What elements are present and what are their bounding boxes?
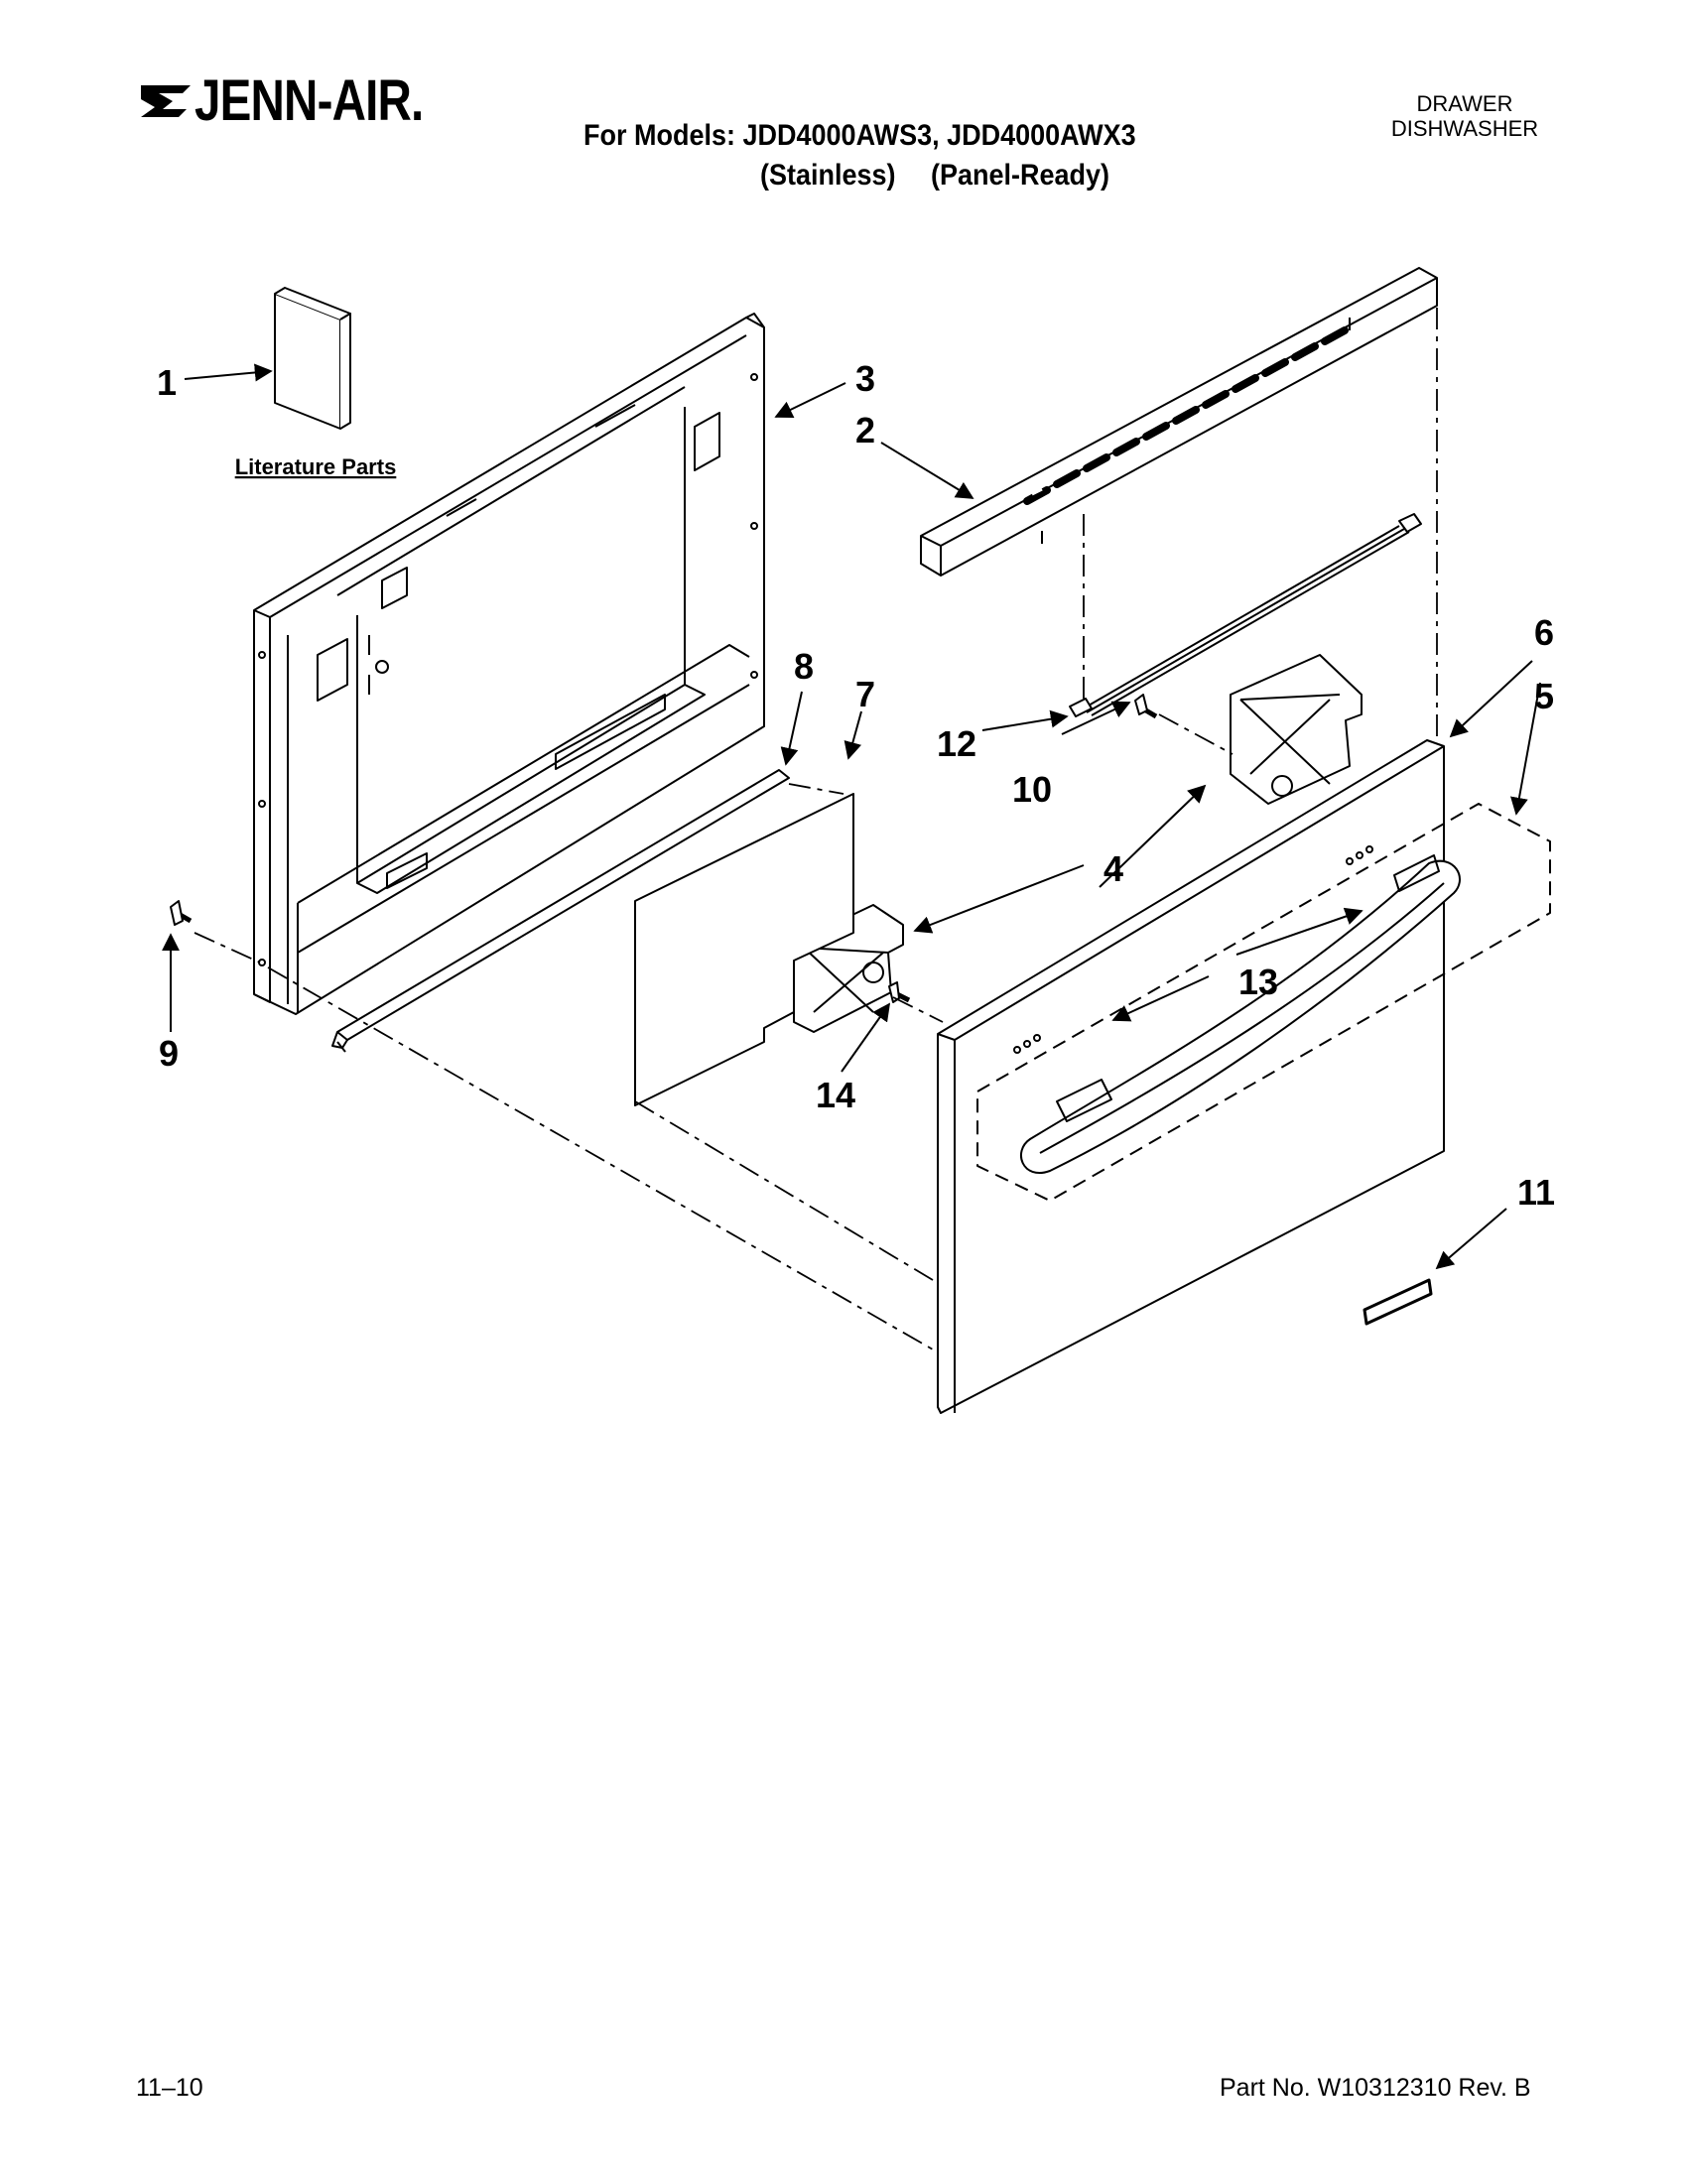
assembly-guide-lines — [194, 308, 1438, 1350]
callout-11: 11 — [1517, 1172, 1555, 1213]
callout-7: 7 — [855, 674, 875, 714]
appliance-type-line1: DRAWER — [1416, 91, 1513, 116]
callout-9: 9 — [159, 1033, 179, 1074]
callout-13: 13 — [1238, 962, 1278, 1002]
callout-6: 6 — [1534, 612, 1554, 653]
brand-name: JENN-AIR. — [195, 68, 424, 133]
part-11-badge — [1363, 1278, 1433, 1326]
part-2-control-panel — [920, 267, 1438, 577]
callout-4: 4 — [1104, 848, 1123, 889]
wire-harness — [1069, 513, 1422, 717]
finish-stainless: (Stainless) — [760, 159, 896, 192]
finish-panel-ready: (Panel-Ready) — [931, 159, 1110, 192]
callout-3: 3 — [855, 358, 875, 399]
part-1-literature — [274, 287, 351, 430]
brand-logo: JENN-AIR. — [139, 68, 476, 133]
callout-14: 14 — [816, 1075, 855, 1115]
appliance-type-line2: DISHWASHER — [1390, 116, 1539, 141]
callout-12: 12 — [937, 723, 976, 764]
callout-5: 5 — [1534, 676, 1554, 716]
part-3-inner-door — [253, 313, 765, 1015]
callout-8: 8 — [794, 646, 814, 687]
part-4-bracket-upper — [1230, 654, 1363, 805]
callout-10: 10 — [1012, 769, 1052, 810]
literature-parts-label: Literature Parts — [235, 454, 397, 479]
part-5-handle — [1013, 845, 1461, 1174]
callout-arrows — [162, 363, 1541, 1270]
part-7-panel — [634, 793, 854, 1106]
part-8-strip — [331, 769, 790, 1049]
callout-1: 1 — [157, 362, 177, 403]
footer-date: 11–10 — [136, 2074, 203, 2102]
part-5-group-outline — [976, 803, 1551, 1202]
appliance-type: DRAWER DISHWASHER — [1365, 91, 1564, 141]
callout-2: 2 — [855, 410, 875, 450]
brand-mark-icon — [141, 85, 191, 117]
part-10-screw — [1134, 694, 1158, 719]
footer-part-number: Part No. W10312310 Rev. B — [1220, 2074, 1531, 2102]
models-line: For Models: JDD4000AWS3, JDD4000AWX3 — [584, 119, 1136, 152]
part-9-screw — [170, 900, 346, 1053]
